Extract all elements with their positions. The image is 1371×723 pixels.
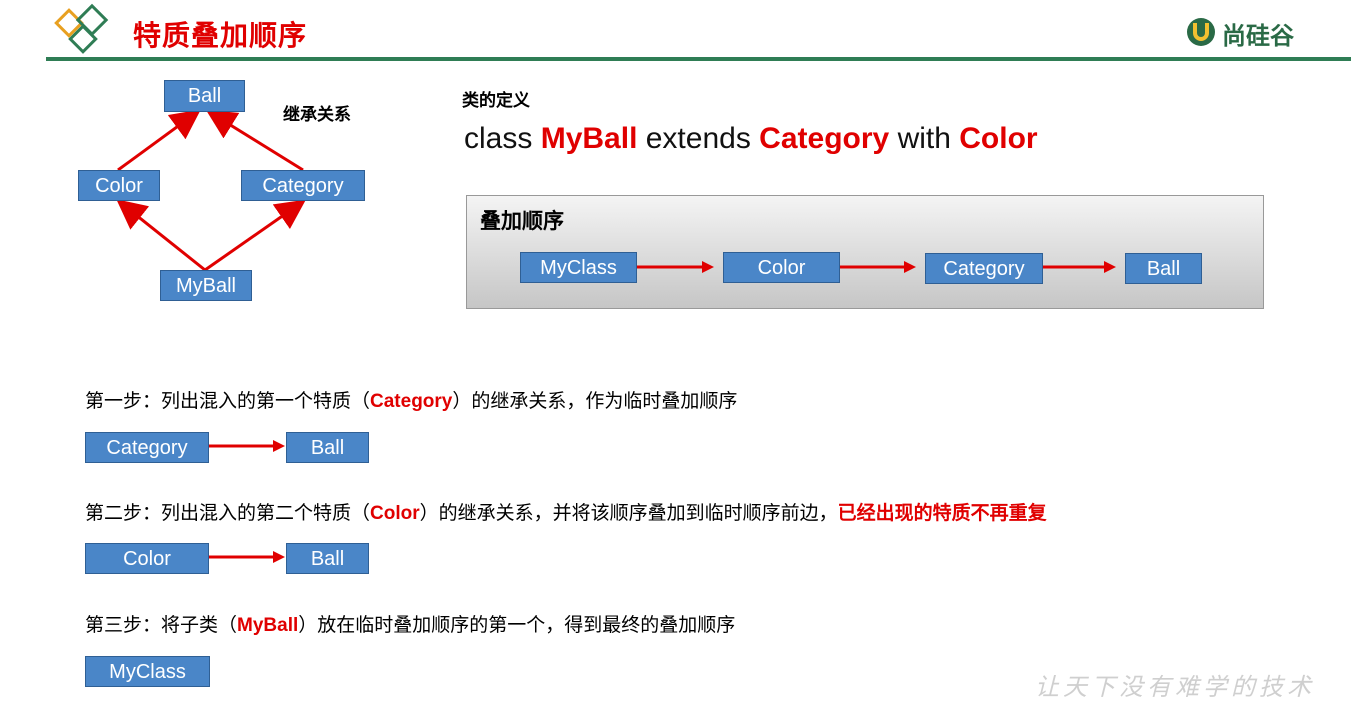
- node-ball: Ball: [164, 80, 245, 112]
- kw-with: with: [897, 122, 951, 155]
- step-3-box-1: MyClass: [85, 656, 210, 687]
- node-myball: MyBall: [160, 270, 252, 301]
- step-1-post: ）的继承关系，作为临时叠加顺序: [452, 390, 738, 412]
- step-3-text: 第三步：将子类（MyBall）放在临时叠加顺序的第一个，得到最终的叠加顺序: [85, 610, 735, 637]
- step-arrows: [209, 440, 285, 563]
- footer-motto: 让天下没有难学的技术: [1035, 673, 1315, 701]
- kw-class: class: [464, 122, 533, 155]
- order-item-2: Color: [723, 252, 840, 283]
- parent-class: Category: [759, 122, 890, 155]
- order-item-1: MyClass: [520, 252, 637, 283]
- inheritance-arrows: [116, 109, 306, 272]
- class-definition: class MyBall extends Category with Color: [464, 122, 1038, 156]
- brand-logo-text: 尚硅谷: [1222, 22, 1294, 50]
- diamond-logo-icon: [52, 2, 116, 62]
- node-color: Color: [78, 170, 160, 201]
- page-title: 特质叠加顺序: [133, 19, 308, 52]
- step-3-pre: 第三步：将子类（: [85, 614, 238, 636]
- order-item-3: Category: [925, 253, 1043, 284]
- u-logo-icon: [1185, 15, 1217, 49]
- kw-extends: extends: [645, 122, 751, 155]
- class-name: MyBall: [540, 122, 638, 155]
- step-2-post: ）的继承关系，并将该顺序叠加到临时顺序前边，: [419, 502, 838, 524]
- step-2-keyword: Color: [370, 503, 420, 524]
- step-2-box-1: Color: [85, 543, 209, 574]
- order-item-4: Ball: [1125, 253, 1202, 284]
- step-1-box-2: Ball: [286, 432, 369, 463]
- step-1-keyword: Category: [370, 391, 453, 412]
- node-category: Category: [241, 170, 365, 201]
- step-2-pre: 第二步：列出混入的第二个特质（: [85, 502, 371, 524]
- step-1-text: 第一步：列出混入的第一个特质（Category）的继承关系，作为临时叠加顺序: [85, 386, 737, 413]
- step-1-box-1: Category: [85, 432, 209, 463]
- step-3-keyword: MyBall: [237, 615, 299, 636]
- step-2-emphasis: 已经出现的特质不再重复: [837, 502, 1047, 524]
- step-3-post: ）放在临时叠加顺序的第一个，得到最终的叠加顺序: [298, 614, 736, 636]
- step-2-box-2: Ball: [286, 543, 369, 574]
- order-arrows: [637, 261, 1116, 273]
- definition-label: 类的定义: [462, 91, 530, 111]
- step-1-pre: 第一步：列出混入的第一个特质（: [85, 390, 371, 412]
- step-2-text: 第二步：列出混入的第二个特质（Color）的继承关系，并将该顺序叠加到临时顺序前…: [85, 498, 1047, 525]
- trait-name: Color: [959, 122, 1038, 155]
- header-divider: [46, 57, 1351, 61]
- order-panel-title: 叠加顺序: [480, 209, 564, 233]
- inheritance-label: 继承关系: [283, 105, 351, 125]
